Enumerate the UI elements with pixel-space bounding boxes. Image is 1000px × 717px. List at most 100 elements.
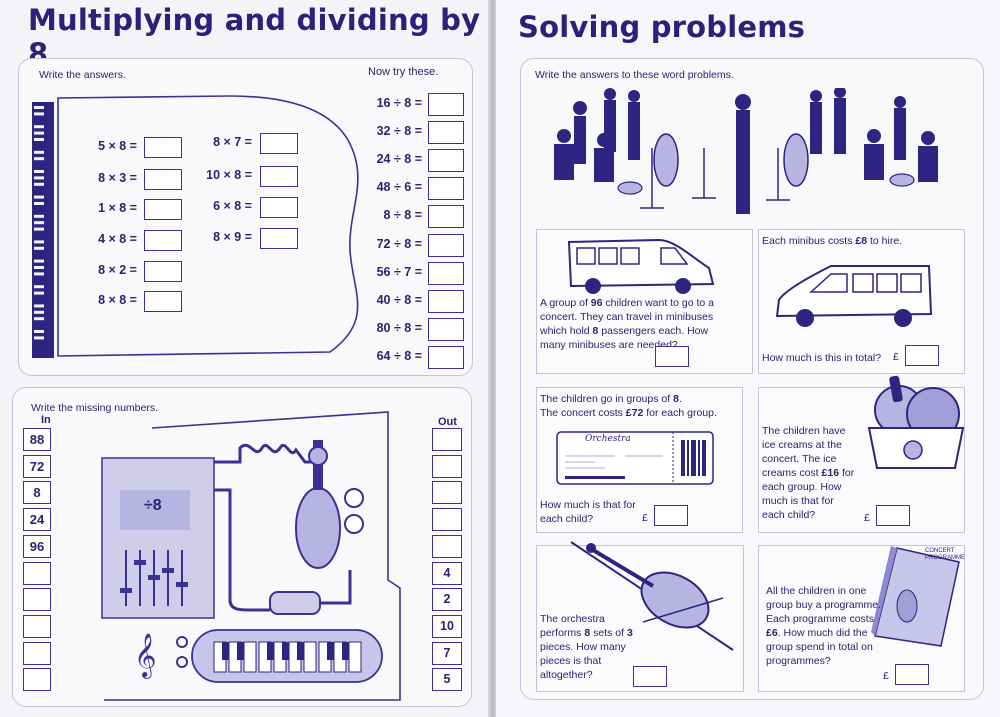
multiplication-question: 6 × 8 = — [213, 199, 252, 213]
answer-box[interactable] — [144, 199, 182, 220]
book-gutter — [488, 0, 498, 717]
multiplication-question: 4 × 8 = — [98, 232, 137, 246]
problem-card-orchestra-sets: The orchestra performs 8 sets of 3 piece… — [536, 541, 744, 692]
in-cell[interactable] — [23, 614, 51, 638]
multiplication-question: 8 × 2 = — [98, 263, 137, 277]
problem-card-ice-cream: The children have ice creams at the conc… — [758, 375, 965, 533]
piano-keys — [34, 106, 44, 340]
division-question: 64 ÷ 8 = — [376, 348, 422, 363]
in-label: In — [41, 414, 51, 426]
concert-ticket-illustration — [556, 431, 714, 485]
division-question: 40 ÷ 8 = — [376, 292, 422, 307]
machine-operation-label: ÷8 — [144, 497, 162, 514]
keyboard-keys — [213, 641, 362, 673]
ticket-orchestra-label: Orchestra — [585, 434, 631, 444]
out-cell[interactable] — [432, 534, 462, 558]
programmes-text: All the children in one group buy a prog… — [766, 584, 881, 668]
problem-card-concert-ticket: The children go in groups of 8. The conc… — [536, 387, 743, 533]
piano-outline-illustration — [32, 95, 359, 358]
text-part: The children go in groups of — [540, 393, 674, 405]
division-question: 32 ÷ 8 = — [376, 124, 422, 139]
out-cell: 10 — [432, 614, 462, 638]
out-cell[interactable] — [432, 508, 462, 532]
programme-cover-title: CONCERT PROGRAMME — [925, 548, 966, 561]
answer-box[interactable] — [144, 137, 182, 158]
instruction-write-answers: Write the answers. — [39, 69, 126, 81]
price-8: £8 — [855, 235, 868, 247]
right-page: Solving problems Write the answers to th… — [496, 0, 1000, 717]
number-3: 3 — [626, 627, 633, 639]
answer-box[interactable] — [428, 93, 464, 116]
answer-box[interactable] — [260, 133, 298, 154]
answer-box[interactable] — [144, 291, 182, 312]
text-part: sets of — [590, 627, 627, 639]
answer-box-per-child-ticket[interactable] — [654, 505, 688, 526]
text-part: All the children in one group buy a prog… — [766, 585, 881, 625]
number-96: 96 — [590, 297, 603, 309]
in-cell[interactable] — [23, 588, 51, 612]
out-cell: 4 — [432, 561, 462, 585]
groups-text: The children go in groups of 8. The conc… — [540, 392, 740, 420]
answer-box[interactable] — [144, 169, 182, 190]
multiplication-question: 10 × 8 = — [206, 168, 252, 182]
out-cell[interactable] — [432, 428, 462, 451]
division-question: 72 ÷ 8 = — [376, 236, 422, 251]
answer-box[interactable] — [428, 233, 464, 257]
multiplication-question: 8 × 3 = — [98, 171, 137, 185]
pound-sign: £ — [642, 512, 648, 524]
minibus-question-text: A group of 96 children want to go to a c… — [540, 296, 715, 352]
answer-box-minibus-total[interactable] — [905, 345, 939, 366]
in-cell[interactable] — [23, 641, 51, 665]
text-part: pieces. How many pieces is that altogeth… — [540, 641, 626, 681]
multiplication-question: 8 × 9 = — [213, 230, 252, 244]
answer-box[interactable] — [144, 261, 182, 282]
text-part: to hire. — [867, 235, 903, 247]
answer-box[interactable] — [428, 205, 464, 229]
minibus-side-illustration — [775, 265, 933, 327]
pound-sign: £ — [893, 351, 899, 363]
text-part: passengers each. How many minibuses are … — [540, 325, 709, 351]
answer-box-pieces[interactable] — [633, 666, 667, 687]
problem-card-programmes: CONCERT PROGRAMME All the children in on… — [758, 545, 965, 692]
out-cell: 2 — [432, 588, 462, 612]
answer-box-per-child-ice-cream[interactable] — [876, 505, 910, 526]
out-cell[interactable] — [432, 481, 462, 505]
orchestra-sets-text: The orchestra performs 8 sets of 3 piece… — [540, 612, 640, 682]
in-cell: 24 — [23, 508, 51, 532]
answer-box-programmes[interactable] — [895, 664, 929, 685]
division-question: 8 ÷ 8 = — [383, 208, 422, 223]
number-8: 8 — [592, 325, 599, 337]
answer-box[interactable] — [428, 149, 464, 173]
orchestra-illustration — [554, 88, 938, 214]
text-part: . — [678, 393, 682, 405]
answer-box[interactable] — [144, 230, 182, 251]
division-question: 48 ÷ 6 = — [376, 180, 422, 195]
answer-box[interactable] — [428, 121, 464, 145]
function-machine-illustration: 𝄞 — [101, 411, 401, 701]
text-part: The orchestra performs — [540, 613, 605, 639]
text-part: A group of — [540, 297, 591, 309]
division-question: 16 ÷ 8 = — [376, 96, 422, 110]
answer-box[interactable] — [260, 197, 298, 218]
answer-box[interactable] — [428, 289, 464, 313]
out-cell[interactable] — [432, 454, 462, 478]
answer-box[interactable] — [260, 166, 298, 187]
in-cell[interactable] — [23, 668, 51, 692]
answer-box[interactable] — [428, 345, 464, 369]
out-label: Out — [438, 416, 457, 428]
answer-box-minibuses[interactable] — [655, 346, 689, 367]
answer-box[interactable] — [428, 177, 464, 201]
ice-cream-text: The children have ice creams at the conc… — [762, 424, 857, 522]
multiplication-question: 8 × 8 = — [98, 293, 137, 307]
number-8: 8 — [673, 393, 679, 405]
in-cell: 72 — [23, 454, 51, 478]
text-part: children want to go to a concert. They c… — [540, 297, 714, 337]
answer-box[interactable] — [428, 261, 464, 285]
answer-box[interactable] — [428, 317, 464, 341]
treble-clef-icon: 𝄞 — [134, 633, 156, 679]
in-cell[interactable] — [23, 561, 51, 585]
text-part: for each group. — [643, 407, 717, 419]
multiplication-question: 5 × 8 = — [98, 139, 137, 153]
answer-box[interactable] — [260, 228, 298, 249]
division-question: 56 ÷ 7 = — [376, 264, 422, 279]
